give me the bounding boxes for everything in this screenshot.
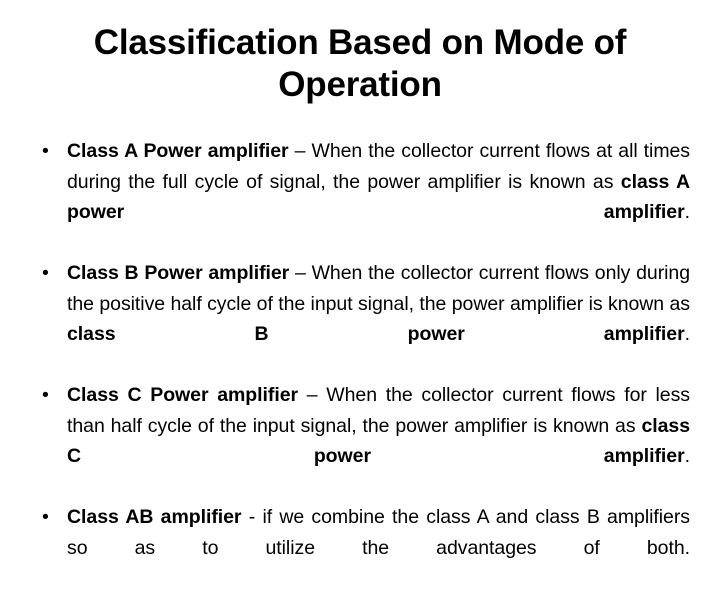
list-item-class-c: • Class C Power amplifier – When the col…: [30, 380, 690, 502]
list-item-lead: Class C Power amplifier: [67, 384, 299, 406]
list-item-dash: –: [289, 262, 312, 284]
list-item-body-1: When the collector current flows at all …: [67, 140, 691, 193]
list-item-class-a: • Class A Power amplifier – When the col…: [30, 136, 690, 258]
slide-canvas: Classification Based on Mode of Operatio…: [42, 22, 691, 559]
list-item-dash: –: [298, 384, 327, 406]
list-item-class-b: • Class B Power amplifier – When the col…: [30, 258, 690, 380]
list-item-dash: –: [288, 140, 312, 162]
page-title-line-1: Classification Based on Mode of: [93, 23, 627, 62]
list-item-text: Class AB amplifier - if we combine the c…: [67, 502, 690, 594]
list-item-body-2: .: [684, 445, 690, 467]
list-item-emphasis: class C power amplifier: [67, 414, 690, 468]
list-item-lead: Class B Power amplifier: [67, 262, 290, 284]
bullet-icon: •: [42, 384, 49, 406]
list-item-text: Class A Power amplifier – When the colle…: [67, 136, 690, 258]
list-item-text: Class C Power amplifier – When the colle…: [67, 380, 690, 502]
list-item-body-2: .: [684, 323, 690, 345]
list-item-dash: -: [241, 506, 263, 528]
list-item-lead: Class A Power amplifier: [67, 140, 289, 162]
list-item-text: Class B Power amplifier – When the colle…: [67, 258, 690, 380]
list-item-lead: Class AB amplifier: [67, 506, 242, 528]
list-item-class-ab: • Class AB amplifier - if we combine the…: [30, 502, 690, 594]
bullet-icon: •: [42, 506, 49, 528]
page-title-line-2: Operation: [278, 65, 442, 104]
list-item-emphasis: class B power amplifier: [67, 323, 685, 345]
list-item-emphasis: class A power amplifier: [67, 170, 690, 224]
bullet-list: • Class A Power amplifier – When the col…: [30, 136, 690, 594]
list-item-body-2: .: [684, 201, 690, 223]
bullet-icon: •: [42, 262, 49, 284]
bullet-icon: •: [42, 140, 49, 162]
page-title: Classification Based on Mode of Operatio…: [50, 22, 670, 106]
list-item-body-1: When the collector current flows for les…: [67, 384, 690, 437]
list-item-body-1: When the collector current flows only du…: [67, 262, 691, 315]
